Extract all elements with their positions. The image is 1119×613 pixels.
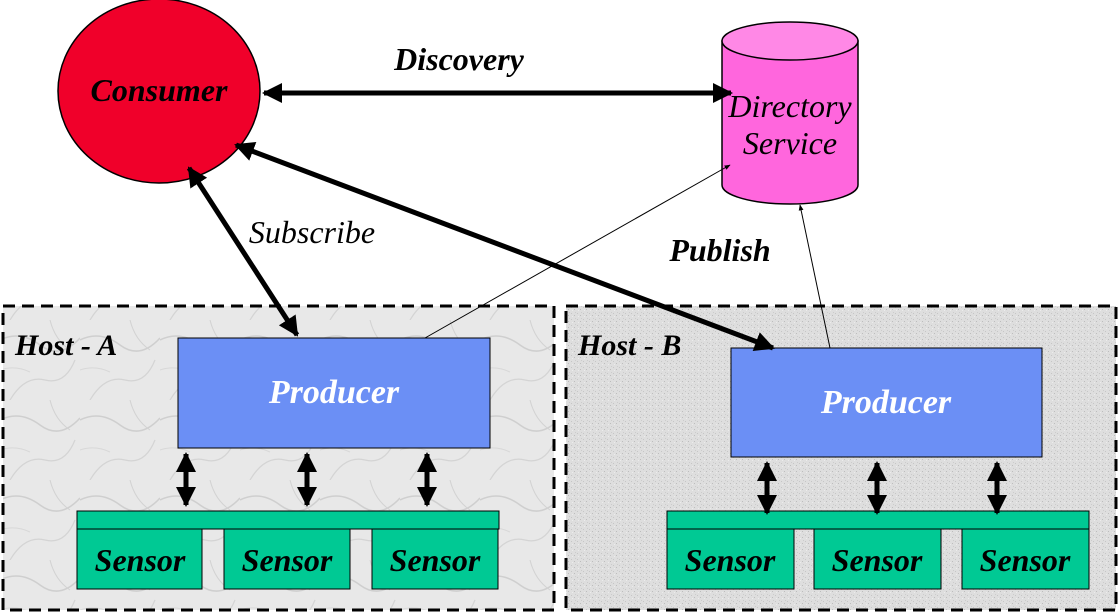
directory-service-node: Directory Service [721, 21, 859, 205]
host-b-sensor-1-label: Sensor [685, 542, 776, 578]
discovery-label: Discovery [393, 41, 525, 77]
host-b-producer-label: Producer [820, 384, 952, 421]
host-a-producer-label: Producer [268, 374, 400, 411]
host-b-group: Host - B Producer Sensor Sensor Sensor [564, 304, 1118, 612]
directory-cylinder-top [721, 21, 859, 61]
host-b-sensor-bus [666, 510, 1090, 530]
host-a-label: Host - A [14, 329, 117, 362]
host-a-producer-box [177, 337, 491, 449]
host-a-sensor-3-box [371, 528, 499, 590]
consumer-to-host-b-producer-arrow [234, 142, 775, 351]
subscribe-label: Subscribe [249, 214, 375, 250]
directory-label-line2: Service [743, 125, 837, 161]
host-b-producer-box [730, 347, 1043, 458]
host-b-sensor-2-box [813, 528, 942, 590]
host-b-sensor-3-label: Sensor [980, 542, 1071, 578]
host-a-sensor-2-label: Sensor [242, 542, 333, 578]
directory-label-line1: Directory [727, 88, 852, 124]
consumer-label: Consumer [91, 72, 228, 108]
host-a-sensor-1-label: Sensor [95, 542, 186, 578]
consumer-node [57, 0, 261, 184]
publish-arrow-host-a [424, 164, 731, 339]
host-a-sensor-1-box [76, 528, 203, 590]
host-a-sensor-bus [76, 510, 500, 530]
host-a-group: Host - A Producer Sensor Sensor Sensor [1, 304, 556, 612]
publish-label: Publish [668, 232, 770, 268]
host-b-sensor-2-label: Sensor [832, 542, 923, 578]
host-b-label: Host - B [577, 329, 681, 362]
host-a-sensor-3-label: Sensor [390, 542, 481, 578]
host-b-sensor-1-box [666, 528, 795, 590]
host-a-sensor-2-box [223, 528, 351, 590]
publish-arrow-host-b [798, 204, 831, 349]
host-b-sensor-3-box [961, 528, 1090, 590]
